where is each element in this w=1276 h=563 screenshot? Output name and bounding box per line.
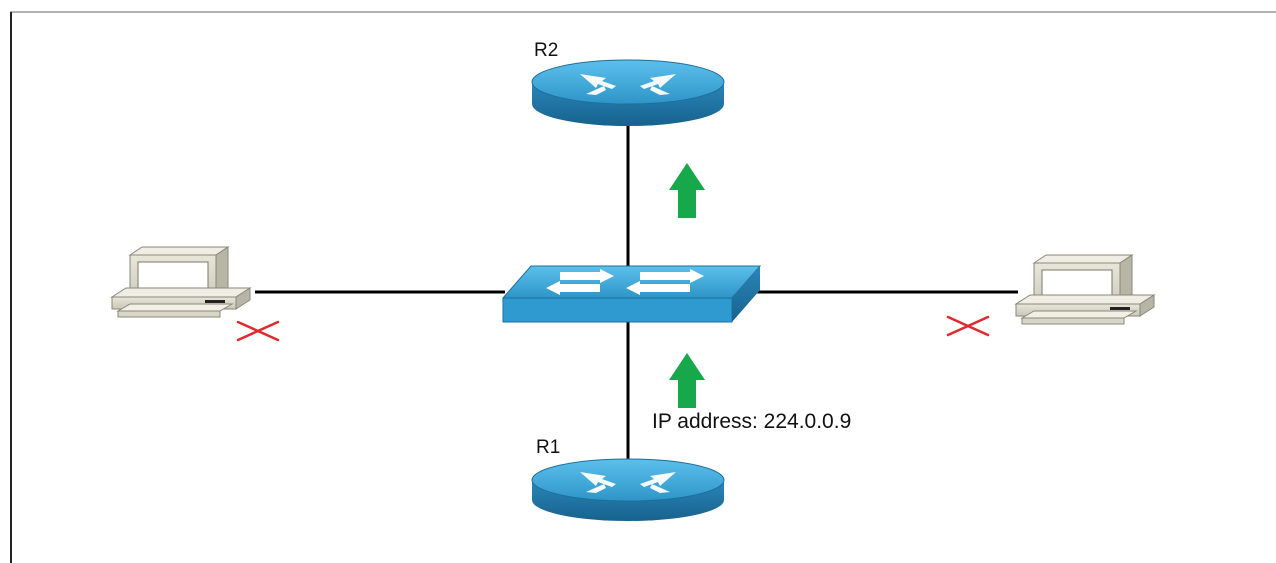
host-left-pc-icon: [110, 246, 252, 318]
blocked-right-x-icon: [946, 315, 990, 337]
green-arrow-lower-icon: [669, 353, 705, 408]
blocked-left-x-icon: [236, 320, 280, 342]
router-r1-icon: [531, 458, 725, 521]
multicast-address-annotation: IP address: 224.0.0.9: [652, 410, 852, 433]
router-r1-label: R1: [536, 437, 561, 458]
router-r2-label: R2: [534, 40, 559, 61]
switch-icon: [501, 265, 762, 323]
green-arrow-upper-icon: [669, 163, 705, 218]
host-right-pc-icon: [1014, 254, 1156, 325]
router-r2-icon: [531, 59, 725, 126]
